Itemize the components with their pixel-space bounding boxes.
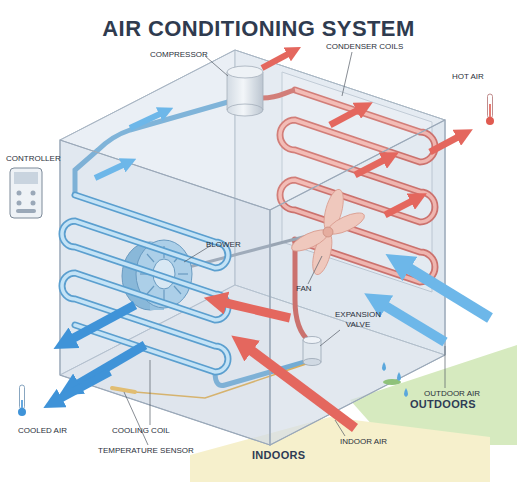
part-label: INDOOR AIR xyxy=(340,437,387,447)
part-label: HOT AIR xyxy=(452,72,484,82)
diagram-title: AIR CONDITIONING SYSTEM xyxy=(0,16,517,42)
part-label: CONTROLLER xyxy=(6,154,61,164)
part-label: BLOWER xyxy=(206,240,241,250)
front-face xyxy=(60,140,270,445)
part-label: EXPANSION VALVE xyxy=(330,310,386,330)
thermometer-symbol xyxy=(486,94,494,125)
part-label: COMPRESSOR xyxy=(150,50,208,60)
region-label: OUTDOORS xyxy=(410,398,476,410)
part-label: TEMPERATURE SENSOR xyxy=(98,446,194,456)
region-label: INDOORS xyxy=(252,449,305,461)
part-label: OUTDOOR AIR xyxy=(424,389,480,399)
part-label: COOLED AIR xyxy=(18,426,67,436)
thermometer-symbol xyxy=(18,385,26,416)
leader-lines xyxy=(124,52,445,445)
water-drops xyxy=(382,362,408,397)
front-face xyxy=(270,120,445,445)
part-label: COOLING COIL xyxy=(112,426,170,436)
part-label: FAN xyxy=(296,284,312,294)
controller-symbol xyxy=(10,168,42,218)
air-arrows xyxy=(58,53,490,428)
part-label: CONDENSER COILS xyxy=(326,42,403,52)
